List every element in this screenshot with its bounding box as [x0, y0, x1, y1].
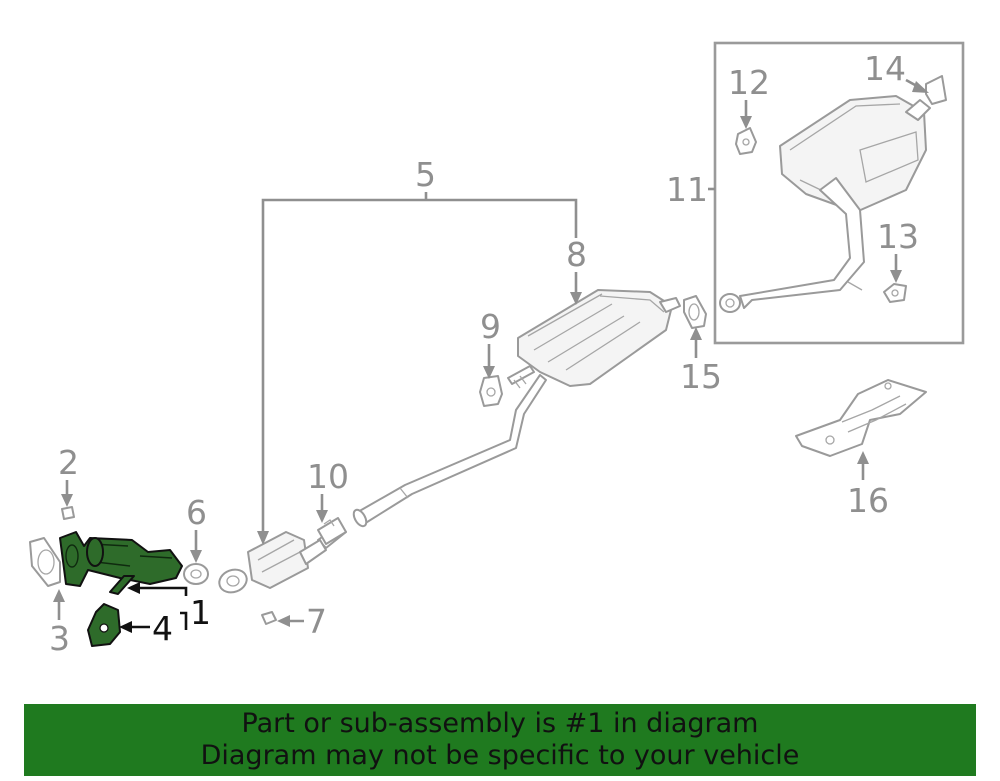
callout-16: 16	[847, 481, 889, 520]
callout-10: 10	[307, 457, 349, 496]
pipe-clamp	[317, 517, 347, 545]
exhaust-system-diagram: 5 8 9 10 6 2 3 7 11 12 13 14 15 16 1 4	[29, 41, 965, 658]
catalytic-converter-highlighted	[59, 531, 183, 595]
callout-8: 8	[566, 235, 587, 274]
callout-5: 5	[415, 155, 436, 194]
callout-13: 13	[877, 217, 919, 256]
leader-lines	[53, 78, 929, 633]
heat-shield	[795, 379, 927, 457]
callout-7: 7	[306, 602, 327, 641]
intermediate-pipe	[352, 374, 547, 528]
nut-2	[61, 506, 75, 520]
gasket-6	[183, 563, 209, 585]
banner-line-2: Diagram may not be specific to your vehi…	[200, 740, 800, 771]
rear-muffler	[719, 95, 931, 313]
callout-9: 9	[480, 307, 501, 346]
part-info-banner: Part or sub-assembly is #1 in diagram Di…	[24, 704, 976, 776]
catalyst-bracket-highlighted	[87, 603, 121, 647]
center-muffler	[507, 289, 681, 389]
callout-11: 11	[666, 170, 708, 209]
banner-line-1: Part or sub-assembly is #1 in diagram	[241, 708, 759, 739]
front-pipe-catalyst	[218, 523, 347, 594]
isolator-13	[883, 283, 907, 303]
callout-4: 4	[152, 609, 173, 648]
gasket-3	[29, 537, 61, 587]
callout-14: 14	[864, 49, 906, 88]
callout-3: 3	[49, 619, 70, 658]
callout-12: 12	[728, 63, 770, 102]
callout-15: 15	[680, 357, 722, 396]
hanger-9	[479, 375, 503, 407]
isolator-12	[735, 127, 757, 155]
callout-6: 6	[186, 493, 207, 532]
callout-1: 1	[190, 593, 211, 632]
gasket-15	[683, 295, 707, 329]
callout-numbers: 5 8 9 10 6 2 3 7 11 12 13 14 15 16 1 4	[49, 49, 919, 658]
callout-2: 2	[58, 443, 79, 482]
nut-7	[261, 611, 277, 625]
